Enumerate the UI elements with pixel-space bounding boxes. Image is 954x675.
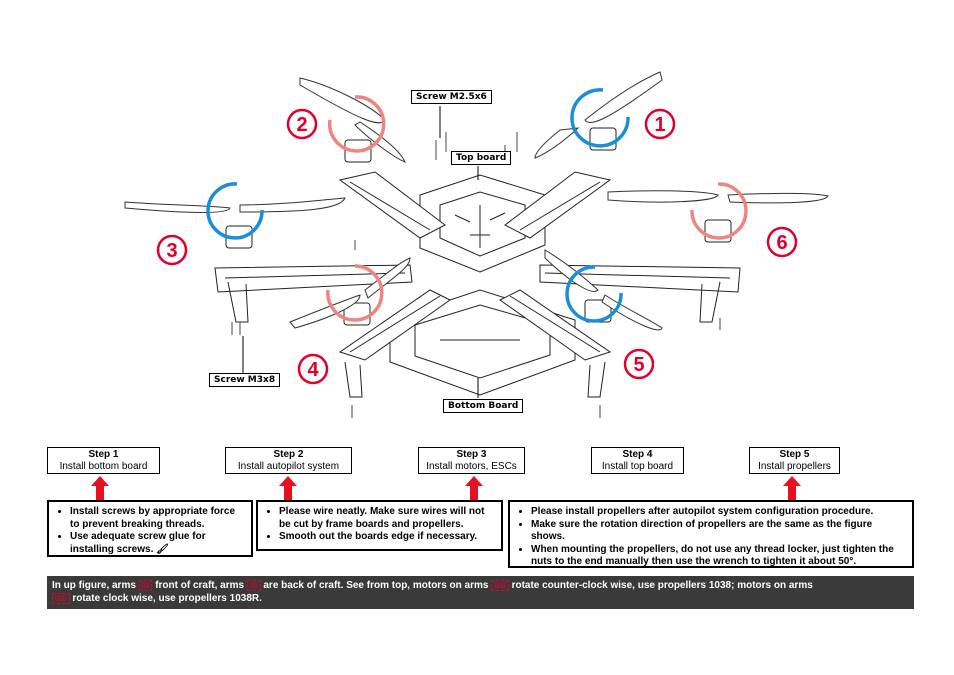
wiring-note-item-2: Smooth out the boards edge if necessary. bbox=[279, 531, 496, 544]
wiring-note: Please wire neatly. Make sure wires will… bbox=[256, 500, 503, 551]
footer-part-2: front of craft, arms bbox=[155, 580, 245, 591]
svg-text:1: 1 bbox=[654, 114, 665, 136]
propellers bbox=[124, 71, 829, 331]
motor-numbers: 1 2 3 4 5 6 bbox=[156, 108, 798, 385]
step-4-title: Step 4 bbox=[622, 449, 653, 460]
step-3-desc: Install motors, ESCs bbox=[426, 461, 517, 472]
motor-number-6: 6 bbox=[766, 226, 798, 258]
wiring-note-item-1: Please wire neatly. Make sure wires will… bbox=[279, 506, 496, 531]
screws-note-item-1: Install screws by appropriate force to p… bbox=[70, 506, 246, 531]
rotation-arrow-motor-2 bbox=[327, 95, 386, 153]
screws-note: Install screws by appropriate force to p… bbox=[47, 500, 253, 557]
footer-part-5: rotate clock wise, use propellers 1038R. bbox=[72, 593, 262, 604]
footer-part-4: rotate counter-clock wise, use propeller… bbox=[511, 580, 813, 591]
footer-part-1: In up figure, arms bbox=[52, 580, 136, 591]
svg-text:3: 3 bbox=[166, 240, 177, 262]
rotation-arrow-motor-3 bbox=[206, 182, 264, 240]
step-2-title: Step 2 bbox=[273, 449, 304, 460]
screw-m3x8-label: Screw M3x8 bbox=[209, 373, 281, 387]
top-board bbox=[419, 174, 546, 273]
step-5-desc: Install propellers bbox=[758, 461, 831, 472]
hexacopter-exploded-diagram: 1 2 3 4 5 6 bbox=[124, 71, 829, 418]
rotation-arrows bbox=[206, 88, 748, 323]
svg-text:5: 5 bbox=[633, 354, 644, 376]
step-2-box: Step 2 Install autopilot system bbox=[225, 447, 352, 474]
step-1-box: Step 1 Install bottom board bbox=[47, 447, 160, 474]
motor-number-1: 1 bbox=[644, 108, 676, 140]
bottom-board-label: Bottom Board bbox=[443, 399, 524, 413]
motor-number-4: 4 bbox=[297, 353, 329, 385]
propellers-note-item-3: When mounting the propellers, do not use… bbox=[531, 544, 907, 569]
svg-text:6: 6 bbox=[776, 232, 787, 254]
arm-mark-ccw: ▯▯▯ bbox=[491, 579, 509, 591]
arm-mark-cw: ▯▯▯ bbox=[52, 592, 70, 604]
screw-glue-icon: 🖌 bbox=[156, 543, 169, 555]
propellers-note-item-1: Please install propellers after autopilo… bbox=[531, 506, 907, 519]
step-4-desc: Install top board bbox=[601, 461, 674, 472]
motor-number-3: 3 bbox=[156, 234, 188, 266]
step-1-desc: Install bottom board bbox=[59, 461, 148, 472]
motor-number-2: 2 bbox=[286, 108, 318, 140]
step-1-title: Step 1 bbox=[88, 449, 119, 460]
step-3-box: Step 3 Install motors, ESCs bbox=[418, 447, 525, 474]
screws bbox=[231, 132, 721, 418]
screw-m25x6-label: Screw M2.5x6 bbox=[411, 90, 492, 104]
arm-mark-back: ▯▯ bbox=[246, 579, 261, 591]
motor-number-5: 5 bbox=[623, 348, 655, 380]
step-5-title: Step 5 bbox=[779, 449, 810, 460]
footer-part-3: are back of craft. See from top, motors … bbox=[263, 580, 489, 591]
propellers-note-item-2: Make sure the rotation direction of prop… bbox=[531, 519, 907, 544]
rotation-arrow-motor-6 bbox=[690, 182, 748, 240]
svg-text:2: 2 bbox=[296, 114, 307, 136]
rotation-summary-footer: In up figure, arms ▯▯ front of craft, ar… bbox=[47, 576, 914, 609]
step-3-title: Step 3 bbox=[456, 449, 487, 460]
step-2-desc: Install autopilot system bbox=[237, 461, 340, 472]
rotation-arrow-motor-1 bbox=[570, 88, 630, 148]
arm-mark-front: ▯▯ bbox=[138, 579, 153, 591]
propellers-note: Please install propellers after autopilo… bbox=[508, 500, 914, 568]
rotation-arrow-motor-5 bbox=[565, 265, 623, 323]
step-5-box: Step 5 Install propellers bbox=[749, 447, 840, 474]
rotation-arrow-motor-4 bbox=[326, 264, 384, 322]
frame-arms bbox=[214, 171, 741, 398]
step-4-box: Step 4 Install top board bbox=[591, 447, 684, 474]
screws-note-item-2: Use adequate screw glue for installing s… bbox=[70, 531, 246, 556]
top-board-label: Top board bbox=[451, 151, 512, 165]
svg-text:4: 4 bbox=[307, 359, 319, 381]
